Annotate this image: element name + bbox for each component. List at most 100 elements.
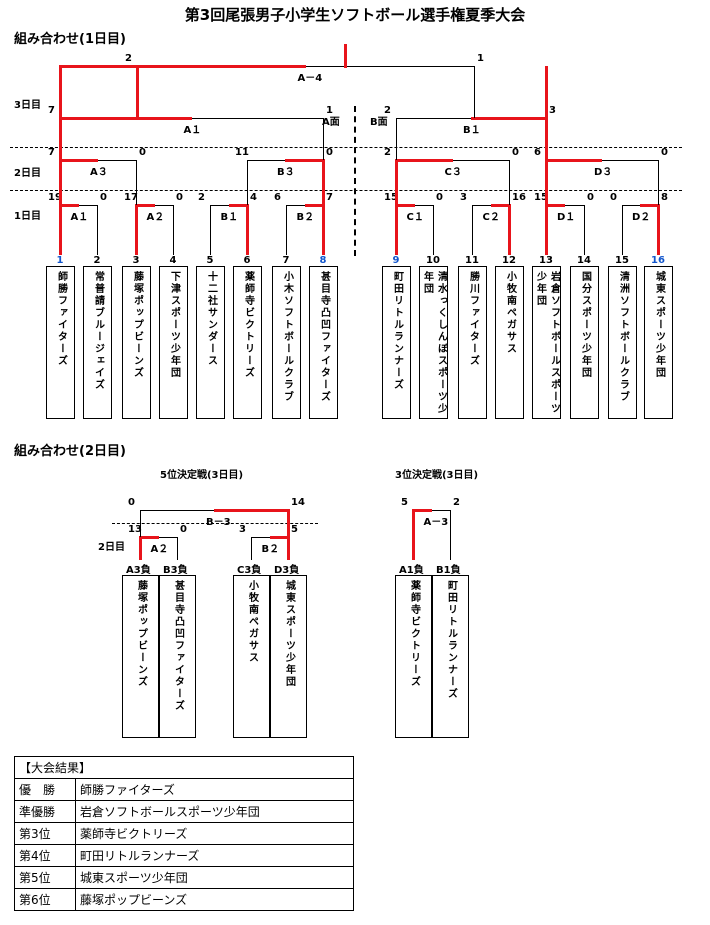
game-C2-left-score: 3 [460,192,467,203]
game-C3-left-score: 2 [384,147,391,158]
game-B1-label: B１ [220,212,239,223]
game-D2-left-leg [622,205,623,255]
game-D1-win-leg [545,204,548,255]
fifth-A2-label: A２ [150,544,169,555]
team-name: 町田リトルランナーズ [391,271,403,391]
fifth-B3-left-score: 0 [128,497,135,508]
row-label-day1: 1日目 [14,211,41,222]
semi-B1-label: B１ [463,125,481,136]
third-A3-bar [413,510,450,511]
fifth-A2-win-bar [139,536,159,539]
separator-day2b [112,523,318,524]
fifth-A2-bar [140,537,177,538]
team-seed-number: 9 [392,255,400,266]
field-label-b: B面 [370,117,388,128]
team-box: 下津スポーツ少年団 [159,266,188,419]
game-D3-right-score: 0 [661,147,668,158]
team-seed-number: 4 [169,255,177,266]
semi-A1-left-score: 7 [48,105,55,116]
team-name: 下津スポーツ少年団 [168,271,180,379]
third-A3-left-score: 5 [401,497,408,508]
page-title: 第3回尾張男子小学生ソフトボール選手権夏季大会 [184,6,526,24]
game-A1-right-leg [97,205,98,255]
game-C1-label: C１ [406,212,424,223]
fifth-A2-right-score: 0 [180,524,187,535]
game-A2-left-score: 17 [124,192,138,203]
fifth-A2-right-leg [177,537,178,560]
final-A4-right-leg [474,66,475,118]
game-D3-bar [546,160,658,161]
final-right-path [545,66,548,119]
final-A4-win-leg [136,65,139,118]
team-name: 藤塚ポップビーンズ [131,271,143,379]
team-seed-number: 7 [282,255,290,266]
game-A2-label: A２ [146,212,165,223]
fifth-B2-label: B２ [261,544,280,555]
row-label-day2b: 2日目 [98,542,125,553]
game-A3-win-leg [59,159,62,205]
place-cell: 第3位 [14,822,76,845]
team-name: 師勝ファイターズ [55,271,67,367]
team-name: 小牧南ペガサス [246,580,258,664]
team-seed-number: 2 [93,255,101,266]
semi-B1-right-score: 3 [549,105,556,116]
results-table: 【大会結果】 優 勝師勝ファイターズ 準優勝岩倉ソフトボールスポーツ少年団 第3… [14,756,354,911]
game-D1-bar [546,205,584,206]
game-A1-left-score: 19 [48,192,62,203]
game-D2-label: D２ [632,212,651,223]
fifth-slot-label: C3負 [237,565,262,576]
third-A3-label: A－3 [423,517,449,528]
table-row: 優 勝師勝ファイターズ [14,778,354,801]
team-seed-number: 13 [539,255,553,266]
game-B3-win-leg [322,159,325,205]
team-box: 小牧南ペガサス [233,575,270,738]
fifth-B3-left-leg [140,510,141,537]
fifth-place-title: 5位決定戦(3日目) [160,470,244,481]
game-B1-left-score: 2 [198,192,205,203]
semi-A1-win-bar [59,117,192,120]
separator-day2 [10,190,682,191]
team-seed-number: 5 [206,255,214,266]
game-C2-left-leg [472,205,473,255]
fifth-slot-label: B3負 [163,565,188,576]
team-name: 町田リトルランナーズ [445,580,457,700]
team-box: 勝川ファイターズ [458,266,487,419]
game-A2-right-leg [173,205,174,255]
fifth-B3-win-leg [287,509,290,537]
team-name: 薬師寺ビクトリーズ [408,580,420,688]
game-B3-right-score: 0 [326,147,333,158]
game-B2-right-score: 7 [326,192,333,203]
team-cell: 薬師寺ビクトリーズ [75,822,354,845]
game-A3-win-bar [59,159,98,162]
results-header: 【大会結果】 [14,756,354,779]
team-cell: 岩倉ソフトボールスポーツ少年団 [75,800,354,823]
game-D2-right-score: 8 [661,192,668,203]
fifth-slot-label: D3負 [274,565,300,576]
team-seed-number: 3 [132,255,140,266]
semi-A1-win-leg [59,117,62,160]
third-A3-right-leg [450,510,451,560]
game-D3-label: D３ [594,167,613,178]
team-box: 岩倉ソフトボールスポーツ少年団 [532,266,561,419]
place-cell: 準優勝 [14,800,76,823]
day1-heading: 組み合わせ(1日目) [14,32,126,47]
game-B3-left-score: 11 [235,147,249,158]
game-C3-bar [396,160,509,161]
game-D2-win-leg [657,204,660,255]
game-A3-label: A３ [90,167,108,178]
semi-A1-bar [60,118,323,119]
team-name: 勝川ファイターズ [467,271,479,367]
team-box: 甚目寺凸凹ファイターズ [309,266,338,419]
game-A3-right-score: 0 [139,147,146,158]
team-seed-number: 16 [651,255,665,266]
game-B2-left-leg [286,205,287,255]
game-C1-win-bar [395,204,415,207]
game-C1-right-leg [433,205,434,255]
game-A2-win-bar [135,204,155,207]
place-cell: 第5位 [14,866,76,889]
team-name: 小木ソフトボールクラブ [281,271,293,403]
table-row: 準優勝岩倉ソフトボールスポーツ少年団 [14,800,354,823]
game-A1-win-leg [59,204,62,255]
semi-A1-right-leg [323,118,324,160]
team-box: 国分スポーツ少年団 [570,266,599,419]
